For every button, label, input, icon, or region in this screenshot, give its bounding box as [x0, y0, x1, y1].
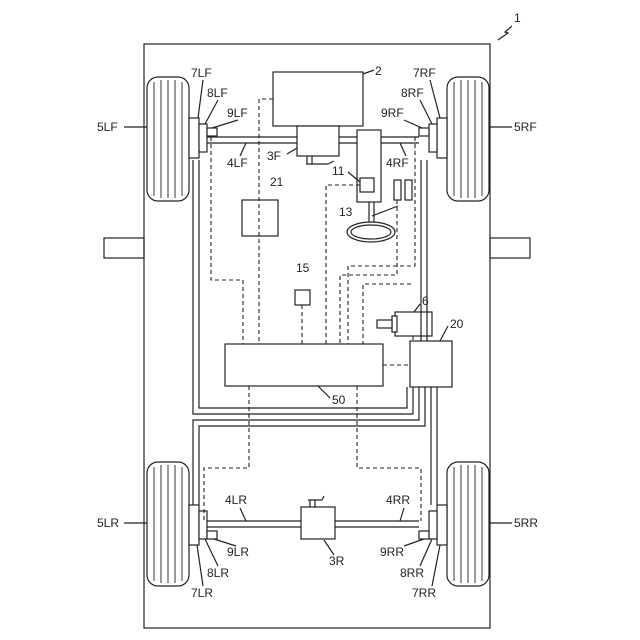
label-axle-rr: 4RR: [386, 493, 410, 507]
label-engine: 2: [375, 64, 382, 78]
wheel-lf: [147, 77, 189, 201]
leader-axle-rr: [400, 508, 404, 521]
controller-leader: [318, 386, 330, 398]
label-steering-sensor: 11: [332, 164, 345, 178]
label-motor: 6: [422, 294, 429, 308]
label-axle-lr: 4LR: [225, 493, 247, 507]
label-sensor-15: 15: [296, 261, 310, 275]
hydraulic-unit-leader: [440, 326, 448, 341]
label-sensor-lr: 9LR: [227, 545, 249, 559]
label-rear-differential: 3R: [329, 554, 345, 568]
vehicle-leader-line: [498, 26, 512, 40]
mirror-right: [490, 238, 530, 258]
hub-assembly-lf: [189, 118, 217, 158]
label-wheel-rf: 5RF: [514, 120, 537, 134]
front-differential: [297, 126, 339, 156]
steering-wheel-inner: [351, 225, 391, 239]
label-brake-rr: 8RR: [400, 566, 424, 580]
label-axle-lf: 4LF: [227, 156, 248, 170]
hub-assembly-rf: [419, 118, 447, 158]
label-wheel-lf: 5LF: [97, 120, 118, 134]
controller: [225, 344, 383, 386]
label-wheel-lr: 5LR: [97, 516, 119, 530]
leader-axle-lr: [240, 508, 246, 521]
label-unit-21: 21: [270, 175, 284, 189]
pedal-2: [405, 180, 412, 200]
label-sensor-rr: 9RR: [380, 545, 404, 559]
label-steering-wheel: 13: [339, 205, 353, 219]
label-brake-rf: 8RF: [401, 86, 424, 100]
label-front-differential: 3F: [267, 149, 281, 163]
hydraulic-unit: [410, 341, 452, 387]
hub-assembly-lr: [189, 505, 217, 545]
engine-leader: [363, 70, 374, 74]
label-sensor-rf: 9RF: [381, 106, 404, 120]
label-hydraulic-unit: 20: [450, 317, 464, 331]
leader-axle-lf: [240, 143, 246, 156]
front-diff-output: [306, 156, 334, 164]
motor-shaft: [377, 320, 392, 328]
brake-line-lr-outer: [193, 387, 419, 505]
steering-sensor: [360, 178, 374, 192]
leader-axle-rf: [400, 143, 406, 156]
motor-leader: [414, 304, 420, 312]
label-hub-rr: 7RR: [412, 586, 436, 600]
motor-shaft-housing: [392, 316, 397, 332]
front-diff-leader: [287, 148, 297, 154]
label-controller: 50: [332, 393, 346, 407]
label-axle-rf: 4RF: [386, 156, 409, 170]
label-brake-lr: 8LR: [207, 566, 229, 580]
label-hub-lf: 7LF: [191, 66, 212, 80]
unit-21: [242, 200, 278, 236]
engine: [273, 72, 363, 126]
rear-differential: [301, 507, 335, 539]
label-hub-lr: 7LR: [191, 586, 213, 600]
wheel-lr: [147, 462, 189, 586]
mirror-left: [104, 238, 144, 258]
pedal-1: [394, 180, 401, 200]
wheel-rr: [447, 462, 489, 586]
brake-line-lr-inner: [199, 387, 425, 505]
label-wheel-rr: 5RR: [514, 516, 538, 530]
label-hub-rf: 7RF: [413, 66, 436, 80]
label-vehicle: 1: [514, 11, 521, 25]
wheel-rf: [447, 77, 489, 201]
label-brake-lf: 8LF: [207, 86, 228, 100]
label-sensor-lf: 9LF: [227, 106, 248, 120]
sensor-15: [295, 290, 310, 305]
rear-diff-input: [308, 496, 324, 507]
rear-diff-leader: [324, 540, 334, 555]
steering-shaft: [369, 202, 398, 222]
